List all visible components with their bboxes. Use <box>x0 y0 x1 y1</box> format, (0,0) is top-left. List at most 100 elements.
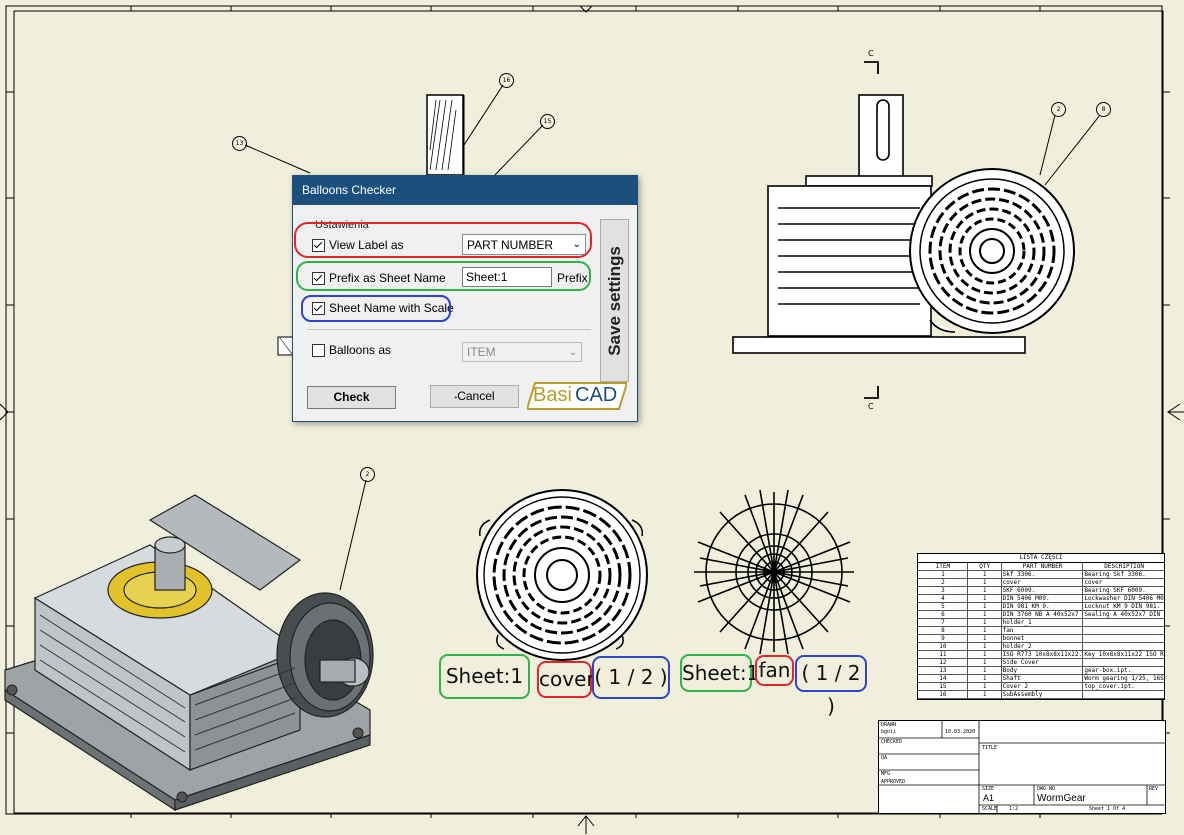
title-block: DRAWN bgoli 10.03.2020 CHECKED QA MFG AP… <box>878 720 1166 814</box>
view-label-dropdown[interactable]: PART NUMBER ⌄ <box>462 234 586 255</box>
col-description: DESCRIPTION <box>1104 563 1145 570</box>
prefix-input[interactable]: Sheet:1 <box>462 267 552 287</box>
fan-sheet-label: Sheet:1 <box>680 654 759 692</box>
view-label-option[interactable]: View Label as <box>312 238 404 252</box>
table-cell: 1 <box>968 651 1002 658</box>
table-cell: 16 <box>918 691 968 698</box>
size-label: SIZE <box>982 786 995 792</box>
table-cell: 1 <box>968 675 1002 682</box>
table-cell: holder_2 <box>1002 643 1084 650</box>
table-cell: DIN 981 KM 9. <box>1002 603 1084 610</box>
dwg-no-label: DWG NO <box>1037 786 1056 792</box>
parts-list-header: ITEM QTY PART NUMBER DESCRIPTION <box>918 563 1164 571</box>
view-label-text: View Label as <box>329 238 404 252</box>
dialog-title[interactable]: Balloons Checker <box>293 176 637 205</box>
table-cell: Shaft <box>1002 675 1084 682</box>
highlight-sheet-scale <box>301 295 451 322</box>
table-cell: cover <box>1002 579 1084 586</box>
view-label-checkbox[interactable] <box>312 238 325 252</box>
highlight-view-label <box>294 222 592 258</box>
separator <box>307 329 591 330</box>
table-cell: 1 <box>968 659 1002 666</box>
logo-part2: CAD <box>575 384 618 406</box>
table-cell: 1 <box>968 683 1002 690</box>
table-cell <box>1083 619 1164 626</box>
balloons-as-dropdown[interactable]: ITEM ⌄ <box>462 342 582 362</box>
table-cell: 1 <box>968 643 1002 650</box>
save-settings-label: Save settings <box>604 245 624 356</box>
table-cell: Cover 2 <box>1002 683 1084 690</box>
balloon-15: 15 <box>540 114 555 129</box>
table-cell: Bearing SKF 6009. <box>1084 587 1146 594</box>
table-cell: 1 <box>968 579 1002 586</box>
balloon-13: 13 <box>232 136 247 151</box>
table-cell: 4 <box>918 595 968 602</box>
table-cell: 1 <box>968 627 1002 634</box>
drawn-label: DRAWN <box>881 722 897 728</box>
mfg-label: MFG <box>881 771 891 777</box>
prefix-option[interactable]: Prefix as Sheet Name <box>312 271 446 285</box>
parts-list-title: LISTA CZĘŚCI <box>918 554 1164 563</box>
prefix-text: Prefix as Sheet Name <box>329 271 446 285</box>
chevron-down-icon: ⌄ <box>568 346 577 358</box>
table-cell <box>1083 635 1164 642</box>
drawn-by: bgoli <box>881 729 897 735</box>
sheet-count: Sheet 1 Of 4 <box>1089 806 1126 812</box>
col-part-number: PART NUMBER <box>1002 563 1084 570</box>
check-button[interactable]: Check <box>307 386 396 409</box>
balloon-2-top: 2 <box>1051 102 1066 117</box>
table-cell: 2 <box>918 579 968 586</box>
table-cell: 9 <box>918 635 968 642</box>
prefix-checkbox[interactable] <box>312 271 325 285</box>
highlight-prefix <box>296 261 591 291</box>
table-cell: top_cover.ipt. <box>1084 683 1135 690</box>
cancel-label: Cancel <box>457 389 495 403</box>
section-label-top: C <box>868 49 874 58</box>
table-cell: 1 <box>968 691 1002 698</box>
table-cell: Bearing Skf 3306. <box>1084 571 1146 578</box>
table-cell: 14 <box>918 675 968 682</box>
table-cell: Side Cover <box>1002 659 1084 666</box>
dwg-no-value: WormGear <box>1037 793 1086 804</box>
basicad-logo: Basi CAD <box>527 380 627 410</box>
table-cell <box>1083 691 1164 698</box>
sheet-scale-text: Sheet Name with Scale <box>329 301 454 315</box>
cancel-button[interactable]: •Cancel <box>430 385 519 408</box>
balloon-8: 8 <box>1096 102 1111 117</box>
size-value: A1 <box>983 793 995 803</box>
table-cell: 7 <box>918 619 968 626</box>
table-cell: 1 <box>968 603 1002 610</box>
table-cell: Sealing A 40x52x7 DIN 3760-NB. <box>1084 611 1164 618</box>
table-cell: Key 10x8x8x11x22 ISO R773-A. <box>1084 651 1164 658</box>
balloons-as-checkbox[interactable] <box>312 343 325 357</box>
table-cell: bonnet <box>1002 635 1084 642</box>
sheet-scale-option[interactable]: Sheet Name with Scale <box>312 301 454 315</box>
fan-part-label: fan <box>755 655 794 686</box>
table-cell: 5 <box>918 603 968 610</box>
checked-label: CHECKED <box>881 739 903 745</box>
focus-dot-icon: • <box>454 393 458 402</box>
chevron-down-icon: ⌄ <box>572 239 581 250</box>
cover-sheet-label: Sheet:1 <box>439 654 530 699</box>
save-settings-button[interactable]: Save settings <box>600 219 629 382</box>
table-cell: 3 <box>918 587 968 594</box>
table-cell: 1 <box>968 571 1002 578</box>
table-cell: 1 <box>968 595 1002 602</box>
balloons-as-option[interactable]: Balloons as <box>312 343 391 357</box>
table-cell: fan <box>1002 627 1084 634</box>
table-cell: 1 <box>968 587 1002 594</box>
col-item: ITEM <box>918 563 968 570</box>
table-cell: 1 <box>918 571 968 578</box>
section-label-bottom: C <box>868 402 874 411</box>
sheet-scale-checkbox[interactable] <box>312 301 325 315</box>
